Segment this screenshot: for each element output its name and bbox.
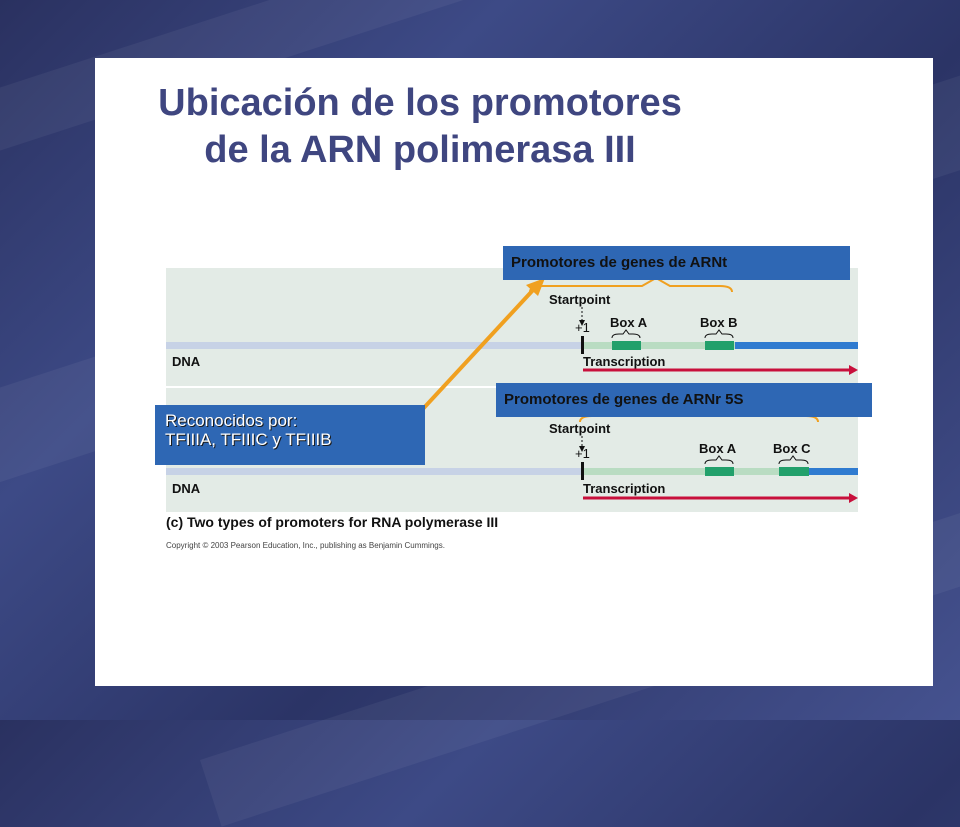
recognized-by-line-2: TFIIIA, TFIIIC y TFIIIB [165, 430, 332, 449]
figure-caption: (c) Two types of promoters for RNA polym… [166, 514, 498, 530]
bottom-dna-right [809, 468, 858, 475]
top-startpoint-mark [581, 336, 584, 354]
top-box-a-label: Box A [610, 315, 648, 330]
bottom-box-c-label: Box C [773, 441, 811, 456]
title-line-2: de la ARN polimerasa III [204, 129, 636, 171]
top-brace-b [704, 329, 734, 339]
bottom-dna-left [166, 468, 581, 475]
recognized-by-line-1: Reconocidos por: [165, 411, 298, 430]
pointer-arrow-line [419, 287, 536, 413]
bottom-dna-label: DNA [172, 481, 201, 496]
bottom-brace-c [778, 455, 809, 465]
top-startpoint-label: Startpoint [549, 292, 611, 307]
top-box-b-label: Box B [700, 315, 738, 330]
slide-title: Ubicación de los promotores de la ARN po… [120, 80, 720, 174]
caption-tag: (c) [166, 514, 184, 530]
trna-promoters-callout: Promotores de genes de ARNt [503, 246, 850, 280]
copyright-notice: Copyright © 2003 Pearson Education, Inc.… [166, 541, 445, 550]
top-startpoint-arrowhead [579, 320, 585, 326]
caption-text: Two types of promoters for RNA polymeras… [187, 514, 499, 530]
top-panel [166, 268, 858, 386]
bottom-transcription-arrowhead [849, 493, 858, 503]
top-transcription-label: Transcription [583, 354, 666, 369]
bottom-startpoint-label: Startpoint [549, 421, 611, 436]
promoter-diagram [166, 268, 858, 512]
bottom-box-a-label: Box A [699, 441, 737, 456]
bottom-startpoint-mark [581, 462, 584, 480]
top-dna-left [166, 342, 581, 349]
top-dna-right [735, 342, 858, 349]
title-line-1: Ubicación de los promotores [158, 82, 682, 124]
top-plus-one-label: +1 [575, 320, 590, 335]
bottom-box-a [705, 467, 734, 476]
rrna5s-promoters-callout: Promotores de genes de ARNr 5S [496, 383, 872, 417]
bottom-brace-a [704, 455, 734, 465]
top-brace-a [611, 329, 641, 339]
top-box-a [612, 341, 641, 350]
bottom-box-c [779, 467, 809, 476]
top-box-b [705, 341, 734, 350]
bottom-startpoint-arrowhead [579, 446, 585, 452]
top-dna-mid [581, 342, 735, 349]
top-transcription-arrowhead [849, 365, 858, 375]
pointer-arrowhead [526, 278, 545, 296]
bottom-plus-one-label: +1 [575, 446, 590, 461]
recognized-by-callout: Reconocidos por: TFIIIA, TFIIIC y TFIIIB [155, 405, 425, 465]
top-dna-label: DNA [172, 354, 201, 369]
bottom-dna-mid [581, 468, 809, 475]
bottom-transcription-label: Transcription [583, 481, 666, 496]
